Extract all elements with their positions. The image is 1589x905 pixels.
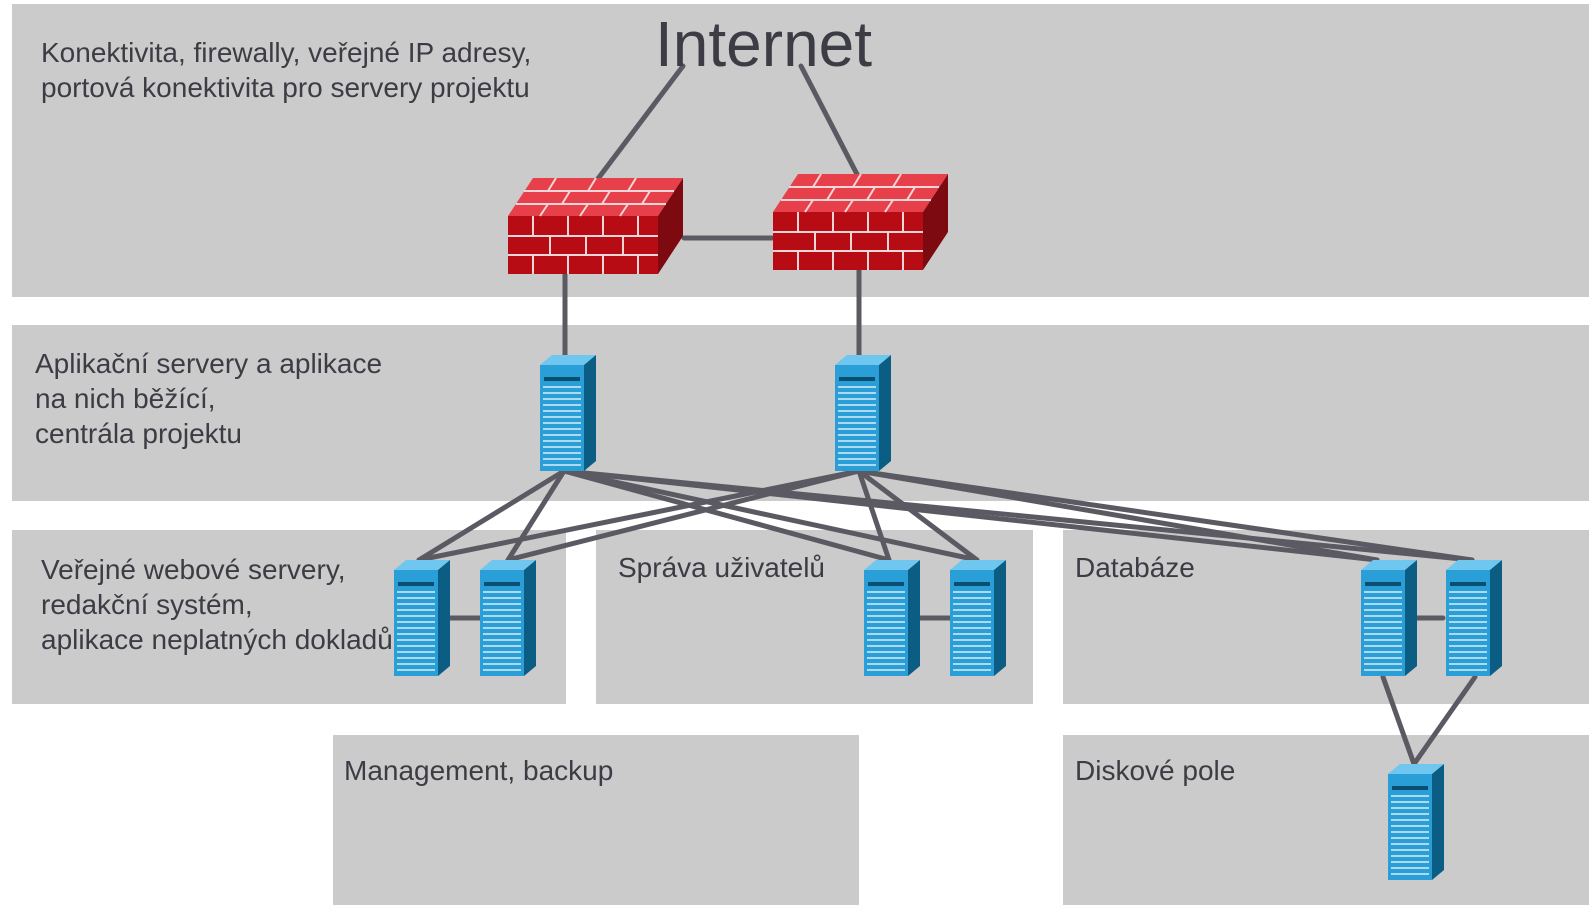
server-icon: [950, 560, 1006, 676]
firewall-icon: [508, 178, 683, 274]
server-icon: [540, 355, 596, 471]
zone-db-label: Databáze: [1075, 552, 1195, 583]
zone-users-label: Správa uživatelů: [618, 552, 826, 583]
internet-title: Internet: [655, 8, 873, 80]
server-icon: [1361, 560, 1417, 676]
server-icon: [835, 355, 891, 471]
zone-mgmt-label: Management, backup: [344, 755, 614, 786]
zone-web-label: Veřejné webové servery, redakční systém,…: [41, 554, 393, 655]
firewall-icon: [773, 174, 948, 270]
server-icon: [1446, 560, 1502, 676]
server-icon: [1388, 764, 1444, 880]
zone-app-label: Aplikační servery a aplikace na nich běž…: [35, 348, 383, 449]
link-internet-fw2: [798, 63, 863, 183]
link-internet-fw1: [594, 63, 686, 183]
zone-disk-array: [1063, 735, 1589, 905]
zone-management: [333, 735, 859, 905]
zone-storage-label: Diskové pole: [1075, 755, 1236, 786]
server-icon: [480, 560, 536, 676]
zone-internet-label: Konektivita, firewally, veřejné IP adres…: [41, 37, 532, 103]
zone-app-servers: [12, 325, 1589, 501]
server-icon: [394, 560, 450, 676]
server-icon: [864, 560, 920, 676]
